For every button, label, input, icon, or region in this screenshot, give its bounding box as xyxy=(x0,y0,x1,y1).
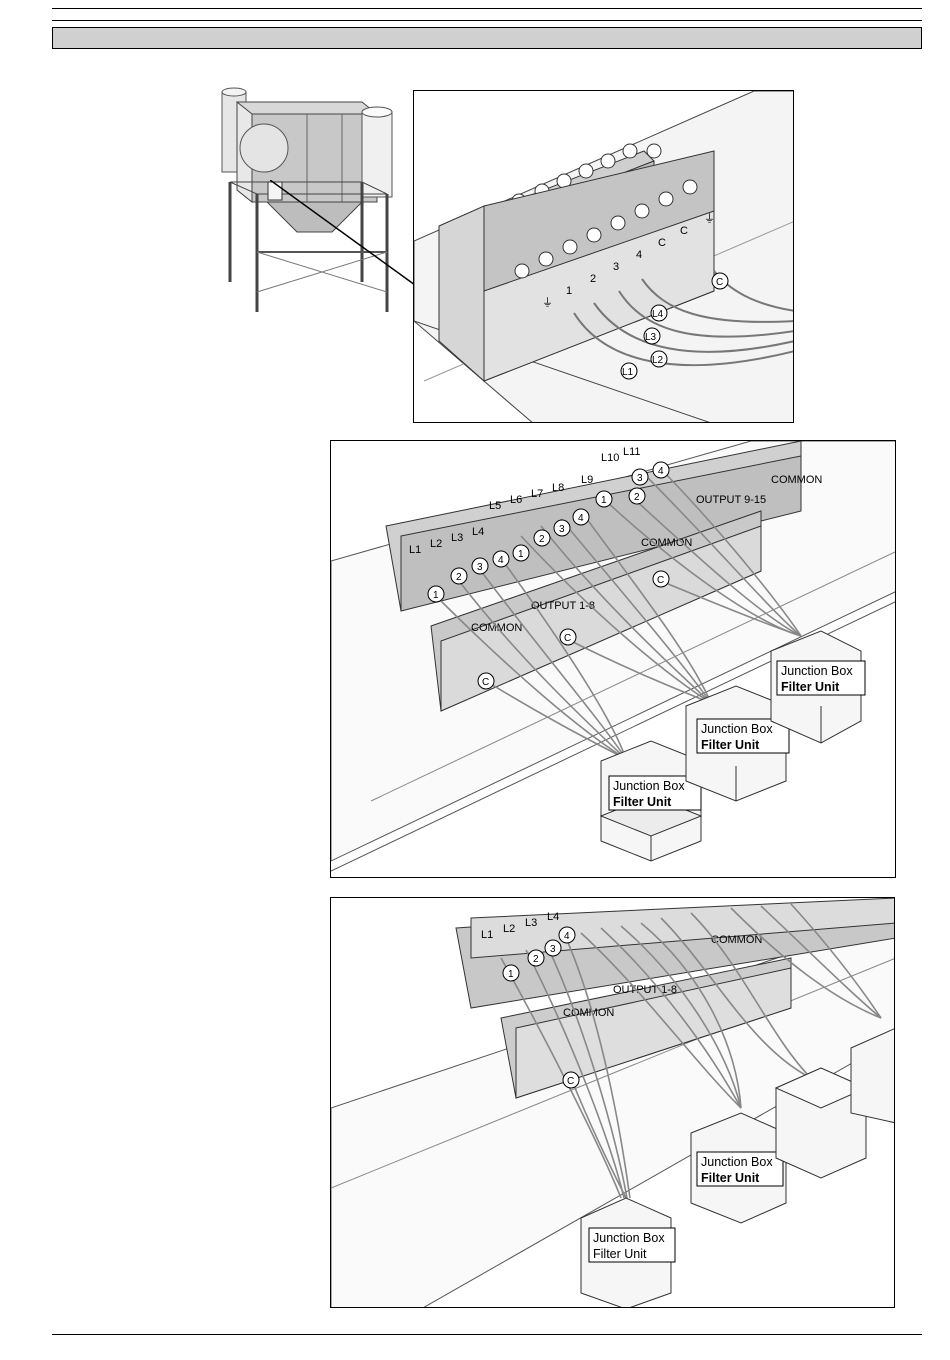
callout-2: 2 xyxy=(533,954,539,965)
callout-1: 1 xyxy=(508,969,514,980)
junction-box-1-line1: Junction Box xyxy=(613,779,685,793)
callout-l3: L3 xyxy=(645,332,657,343)
terminal-l7: L7 xyxy=(531,488,543,500)
callout-2-c: 2 xyxy=(634,492,640,503)
wire-callouts: 1 2 3 4 C xyxy=(502,926,580,1089)
callout-4-a: 4 xyxy=(498,555,504,566)
callout-c: C xyxy=(716,277,723,288)
rail-label-common-top: COMMON xyxy=(771,474,822,486)
callout-1-a: 1 xyxy=(433,590,439,601)
junction-box-3-line2: Filter Unit xyxy=(781,680,840,694)
junction-box-1: Junction Box Filter Unit xyxy=(580,1197,676,1307)
junction-box-2-line2: Filter Unit xyxy=(701,738,760,752)
terminal-earth-label-2: ⏚ xyxy=(704,212,715,225)
terminal-l3: L3 xyxy=(451,532,463,544)
terminal-label-2: 2 xyxy=(590,273,596,285)
wire-callouts-row-2: 1 2 3 4 C xyxy=(512,508,590,646)
terminal-l10: L10 xyxy=(601,452,619,464)
terminal-label-3: 3 xyxy=(613,261,619,273)
junction-box-2-line1: Junction Box xyxy=(701,1155,773,1169)
terminal-l3: L3 xyxy=(525,917,537,929)
callout-1-b: 1 xyxy=(518,549,524,560)
blank-junction-box-1 xyxy=(774,1067,868,1179)
upper-terminal-labels: L1 L2 L3 L4 L5 L6 L7 L8 L9 L10 L11 xyxy=(409,446,641,556)
terminal-earth-label: ⏚ xyxy=(542,296,553,309)
junction-box-1-line1: Junction Box xyxy=(593,1231,665,1245)
callout-4-c: 4 xyxy=(658,466,664,477)
rail-label-common-2: COMMON xyxy=(711,934,762,946)
top-rule-2 xyxy=(52,20,922,21)
terminal-l4: L4 xyxy=(547,911,559,923)
section-header-bar xyxy=(52,27,922,49)
terminal-l2: L2 xyxy=(503,923,515,935)
bottom-rule xyxy=(52,1334,922,1335)
leader-line xyxy=(270,180,416,286)
junction-box-1-line2: Filter Unit xyxy=(613,795,672,809)
terminal-l5: L5 xyxy=(489,500,501,512)
callout-c-c: C xyxy=(657,575,664,586)
wire-callouts: L4 L3 L2 L1 C xyxy=(620,272,729,380)
parallel-wiring-panel: L1 L2 L3 L4 COMMON OUTPUT 1-8 COMMON 1 2 xyxy=(330,897,895,1308)
rail-label-output-9-15: OUTPUT 9-15 xyxy=(696,494,766,506)
callout-l4: L4 xyxy=(652,309,664,320)
callout-3-c: 3 xyxy=(637,473,643,484)
terminal-l1: L1 xyxy=(409,544,421,556)
three-unit-wiring-panel: L1 L2 L3 L4 L5 L6 L7 L8 L9 L10 L11 COMMO… xyxy=(330,440,896,878)
wire-callouts-row-1: 1 2 3 4 C xyxy=(427,550,510,690)
front-row-screws xyxy=(514,179,698,279)
blank-junction-box-2 xyxy=(850,1028,894,1124)
junction-box-3: Junction Box Filter Unit xyxy=(770,630,866,744)
wire-callouts-row-3: 1 2 3 4 C xyxy=(595,461,670,588)
callout-4-b: 4 xyxy=(578,513,584,524)
terminal-label-4: 4 xyxy=(636,249,642,261)
junction-box-2-line2: Filter Unit xyxy=(701,1171,760,1185)
junction-box-1-line2: Filter Unit xyxy=(593,1247,647,1261)
terminal-detail-panel: ⏚ 1 2 3 4 C C ⏚ L4 L3 L2 L1 C xyxy=(413,90,794,423)
junction-box-3-line1: Junction Box xyxy=(781,664,853,678)
top-rule-1 xyxy=(52,8,922,9)
callout-2-b: 2 xyxy=(539,534,545,545)
callout-c-b: C xyxy=(564,633,571,644)
callout-3-b: 3 xyxy=(559,524,565,535)
callout-c-a: C xyxy=(482,677,489,688)
filter-unit-illustration xyxy=(212,82,412,322)
callout-4: 4 xyxy=(564,931,570,942)
terminal-label-c1: C xyxy=(658,237,666,249)
terminal-l8: L8 xyxy=(552,482,564,494)
junction-box-2: Junction Box Filter Unit xyxy=(690,1112,787,1224)
terminal-l6: L6 xyxy=(510,494,522,506)
terminal-l11: L11 xyxy=(623,446,641,458)
rail-label-common-1: COMMON xyxy=(563,1007,614,1019)
junction-box-2: Junction Box Filter Unit xyxy=(685,685,790,802)
callout-2-a: 2 xyxy=(456,572,462,583)
terminal-label-c2: C xyxy=(680,225,688,237)
callout-c: C xyxy=(567,1076,574,1087)
rail-label-output-1-8: OUTPUT 1-8 xyxy=(531,600,595,612)
callout-3-a: 3 xyxy=(477,562,483,573)
rail-label-output-1-8: OUTPUT 1-8 xyxy=(613,984,677,996)
junction-box-1: Junction Box Filter Unit xyxy=(599,740,703,862)
callout-3: 3 xyxy=(550,944,556,955)
terminal-l2: L2 xyxy=(430,538,442,550)
terminal-l9: L9 xyxy=(581,474,593,486)
terminal-l4: L4 xyxy=(472,526,484,538)
callout-1-c: 1 xyxy=(601,495,607,506)
terminal-label-1: 1 xyxy=(566,285,572,297)
callout-l1: L1 xyxy=(622,367,634,378)
callout-l2: L2 xyxy=(652,355,664,366)
junction-box-2-line1: Junction Box xyxy=(701,722,773,736)
terminal-l1: L1 xyxy=(481,929,493,941)
